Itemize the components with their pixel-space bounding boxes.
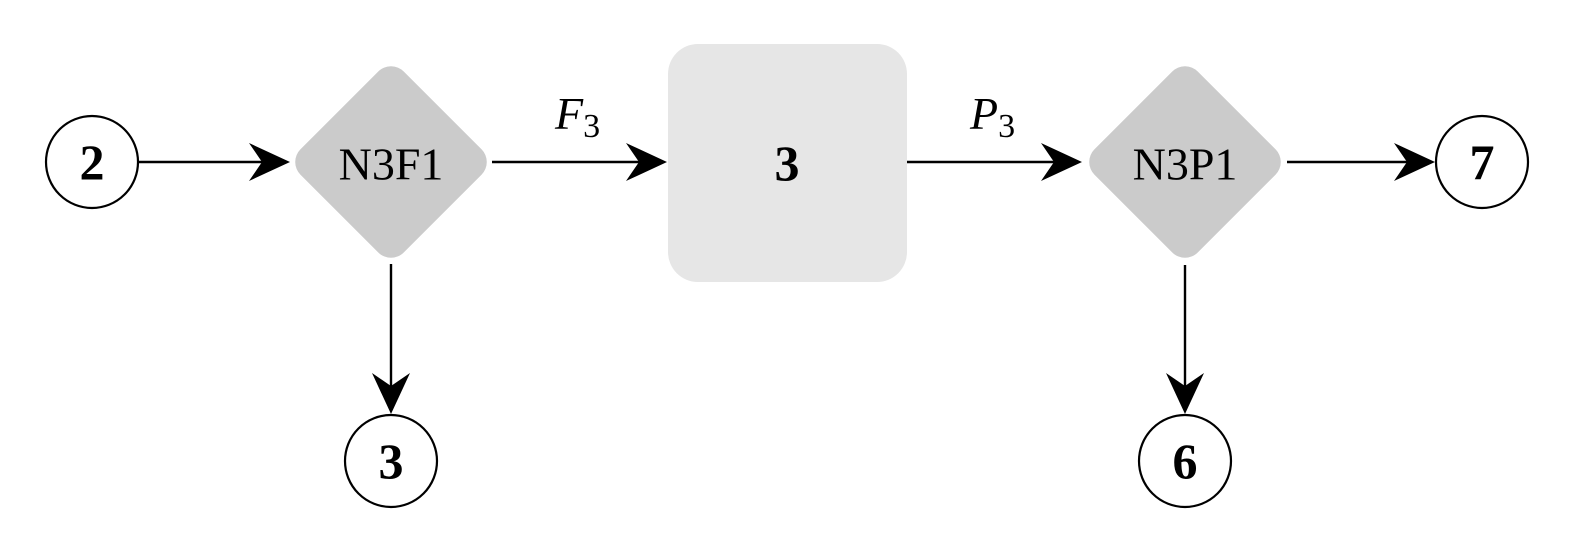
node-diamond-label: N3P1	[1133, 139, 1238, 190]
node-circle-shape	[1434, 114, 1530, 210]
node-box-shape	[668, 44, 907, 282]
node-process-3: 3	[668, 44, 907, 282]
node-circle-label: 6	[1173, 433, 1198, 489]
edge-label-feed: F3	[554, 88, 600, 145]
node-box-label: 3	[775, 135, 800, 191]
arrowhead-box-in	[626, 143, 667, 181]
arrowhead-7-in	[1394, 143, 1435, 181]
node-circle-label: 3	[379, 433, 404, 489]
node-diamond-label: N3F1	[339, 139, 444, 190]
node-diamond-shape	[1089, 66, 1281, 258]
edge-label-feed-subscript: 3	[583, 108, 600, 145]
node-circle-label: 2	[80, 134, 105, 190]
node-input-2: 2	[44, 114, 140, 210]
node-output-3: 3	[343, 413, 439, 509]
edge-label-product-subscript: 3	[998, 108, 1015, 145]
arrowhead-6-in	[1166, 373, 1204, 414]
edge-label-feed-symbol: F	[554, 88, 584, 139]
node-diamond-shape	[295, 66, 487, 258]
edge-label-product: P3	[969, 88, 1015, 145]
node-circle-label: 7	[1470, 134, 1495, 190]
node-splitter-n3f1: N3F1	[295, 66, 487, 258]
arrowhead-n3f1-in	[249, 143, 290, 181]
node-splitter-n3p1: N3P1	[1089, 66, 1281, 258]
node-circle-shape	[1137, 413, 1233, 509]
edge-label-product-symbol: P	[969, 88, 998, 139]
arrowhead-n3p1-in	[1041, 143, 1082, 181]
arrowhead-3-in	[372, 373, 410, 414]
node-output-7: 7	[1434, 114, 1530, 210]
node-circle-shape	[44, 114, 140, 210]
node-output-6: 6	[1137, 413, 1233, 509]
node-circle-shape	[343, 413, 439, 509]
